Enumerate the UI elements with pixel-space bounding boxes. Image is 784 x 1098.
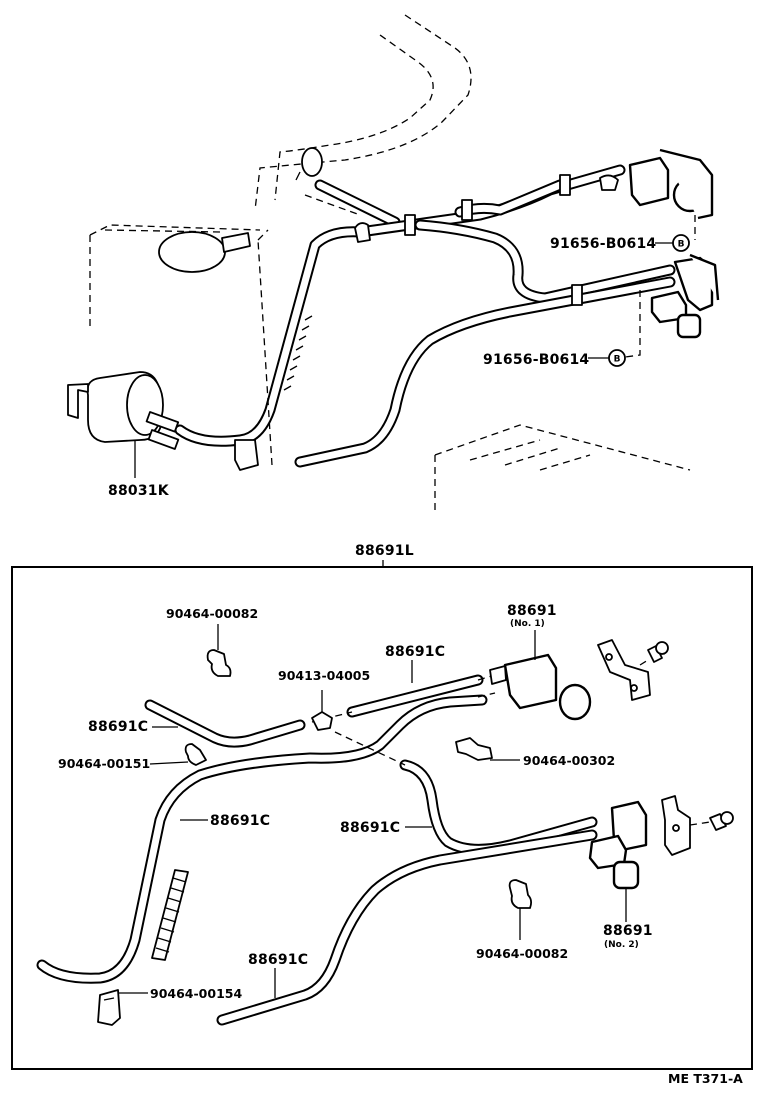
- assembly-hose-3: [294, 276, 676, 468]
- vsv-88691-no2: [588, 800, 648, 922]
- label-90464-00302: 90464-00302: [523, 753, 615, 768]
- label-88031k: 88031K: [108, 483, 170, 499]
- label-88691c-middle: 88691C: [340, 820, 400, 836]
- assembly-view: B B 91656-B0614 91656-B0614 88031K: [67, 14, 720, 515]
- clip-90464-00302: [455, 737, 493, 761]
- bracket-no2: [661, 795, 691, 856]
- kit-border: [11, 566, 753, 1070]
- label-88691c-short: 88691C: [385, 644, 445, 660]
- vsv-88691-no1: [489, 630, 592, 721]
- bracket-no1: [597, 639, 651, 701]
- marker-b-label: B: [614, 355, 621, 365]
- label-90464-00082-lower: 90464-00082: [476, 946, 568, 961]
- screw-no1: [647, 641, 669, 663]
- clip-90464-00082-lower: [508, 879, 533, 909]
- label-88691c-lower: 88691C: [248, 952, 308, 968]
- reservoir-nipple: [221, 232, 251, 253]
- label-90464-00154: 90464-00154: [150, 986, 242, 1001]
- reference-code: ME T371-A: [668, 1071, 743, 1086]
- clip-90464-00151: [184, 743, 207, 766]
- marker-b-label: B: [678, 240, 685, 250]
- vsv-no2-assembly: [650, 253, 720, 339]
- intake-duct-outline: [254, 14, 472, 211]
- spiral-protector-top: [283, 315, 313, 391]
- label-91656-b0614-upper: 91656-B0614: [550, 236, 656, 252]
- label-no2: (No. 2): [604, 940, 639, 950]
- reservoir-outline: [89, 224, 261, 330]
- label-88691-no1: 88691: [507, 603, 557, 619]
- assembly-clamps: [234, 174, 583, 471]
- label-88691c-upper-left: 88691C: [88, 719, 148, 735]
- marker-b-top: B: [655, 234, 690, 252]
- label-no1: (No. 1): [510, 619, 545, 629]
- hose-88691c-lower: [216, 829, 598, 1026]
- label-90413-04005: 90413-04005: [278, 668, 370, 683]
- label-88691c-long: 88691C: [210, 813, 270, 829]
- vsv-no1-assembly: [599, 148, 714, 220]
- duct-clamp: [301, 147, 323, 177]
- label-88691l: 88691L: [355, 543, 414, 559]
- marker-b-bottom: B: [588, 349, 626, 367]
- regulator-88031k: [67, 371, 180, 478]
- reservoir-cap: [158, 231, 226, 273]
- component-outline: [434, 424, 691, 515]
- screw-no2: [709, 811, 734, 831]
- label-leaders: [118, 624, 521, 998]
- exploded-view: 88691L: [11, 543, 753, 1070]
- tee-90413-04005: [311, 690, 333, 731]
- label-91656-b0614-lower: 91656-B0614: [483, 352, 589, 368]
- label-90464-00151: 90464-00151: [58, 756, 150, 771]
- spiral-protector: [151, 869, 189, 961]
- clip-90464-00082-upper: [206, 649, 232, 677]
- hose-88691c-upper-left: [144, 699, 306, 748]
- label-88691-no2: 88691: [603, 923, 653, 939]
- clip-90464-00154: [97, 989, 121, 1026]
- label-90464-00082-upper: 90464-00082: [166, 606, 258, 621]
